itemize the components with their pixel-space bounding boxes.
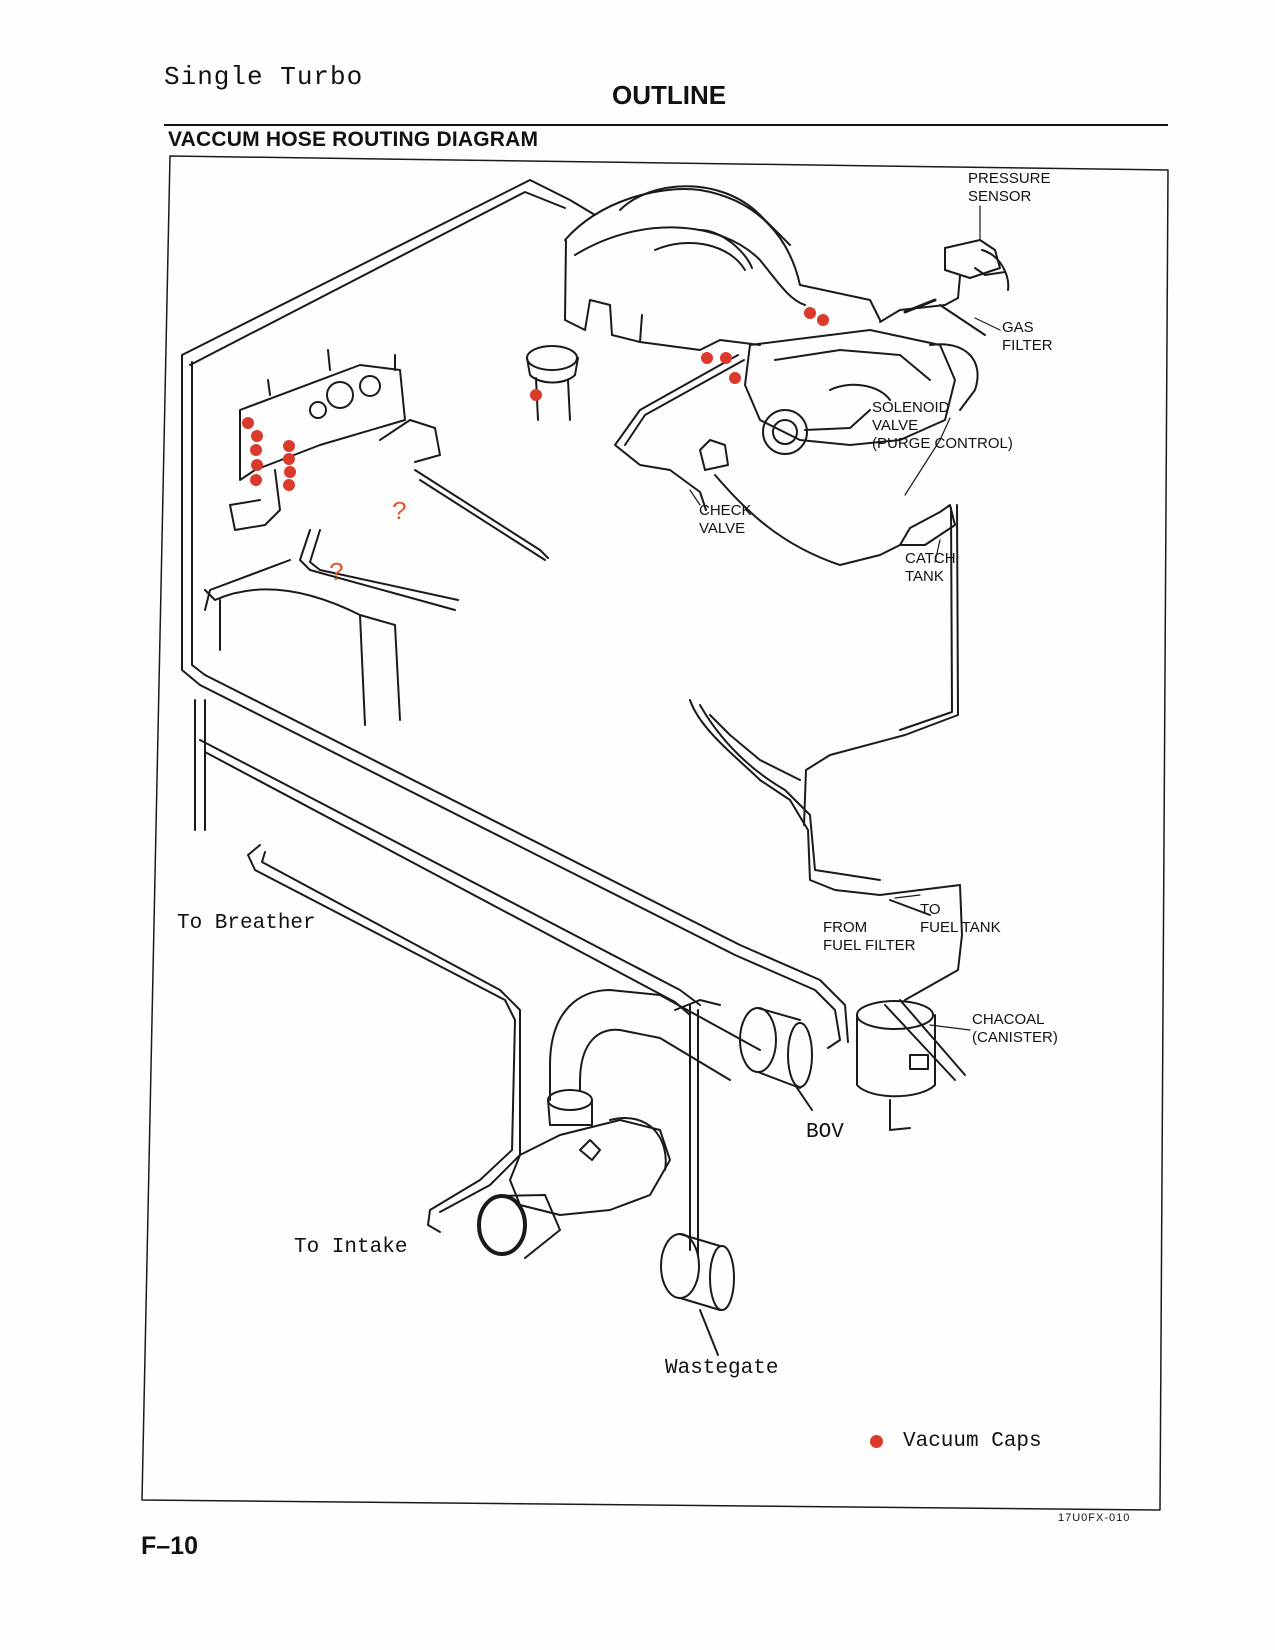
check-valve-hose xyxy=(614,354,739,511)
breather-hose xyxy=(247,844,516,1233)
vacuum-cap xyxy=(242,417,254,429)
section-title: OUTLINE xyxy=(612,80,727,110)
vacuum-cap xyxy=(250,444,262,456)
wastegate-annotation: Wastegate xyxy=(665,1357,779,1380)
gas-filter-label: GAS FILTER xyxy=(1002,319,1053,354)
vacuum-cap xyxy=(284,466,296,478)
turbo-piping xyxy=(549,989,761,1256)
purge-line xyxy=(714,474,901,566)
vacuum-cap xyxy=(251,430,263,442)
to-breather-annotation: To Breather xyxy=(177,912,316,935)
lower-intake-manifold xyxy=(229,349,441,531)
oil-filler-cap xyxy=(526,345,579,421)
vacuum-cap xyxy=(251,459,263,471)
vacuum-cap xyxy=(804,307,816,319)
diagram-frame xyxy=(141,155,1169,1511)
left-hose xyxy=(181,354,841,1049)
vacuum-caps xyxy=(242,307,829,491)
diagram-title: VACCUM HOSE ROUTING DIAGRAM xyxy=(168,128,539,151)
to-intake-annotation: To Intake xyxy=(294,1236,408,1259)
charcoal-canister xyxy=(856,999,966,1131)
fuel-line-1 xyxy=(689,699,963,1001)
catch-tank-label: CATCH TANK xyxy=(905,550,956,585)
top-hose xyxy=(181,179,596,356)
legend-label: Vacuum Caps xyxy=(903,1430,1042,1453)
bov-annotation: BOV xyxy=(806,1121,844,1144)
vacuum-cap xyxy=(701,352,713,364)
intake-manifold xyxy=(564,185,881,351)
turbocharger xyxy=(477,1089,671,1259)
vacuum-cap xyxy=(283,453,295,465)
legend: Vacuum Caps xyxy=(870,1430,1042,1453)
pressure-sensor-label: PRESSURE SENSOR xyxy=(968,170,1051,205)
from-fuel-filter-label: FROM FUEL FILTER xyxy=(823,919,916,954)
page-number: F–10 xyxy=(141,1532,198,1560)
chacoal-canister-label: CHACOAL (CANISTER) xyxy=(972,1011,1058,1046)
check-valve xyxy=(699,439,729,471)
to-fuel-tank-label: TO FUEL TANK xyxy=(920,901,1001,936)
catch-tank xyxy=(899,504,956,546)
bov-actuator xyxy=(739,1007,813,1111)
vacuum-cap xyxy=(283,479,295,491)
wastegate-actuator xyxy=(660,1233,735,1356)
question-mark-2: ? xyxy=(329,558,345,588)
pressure-sensor xyxy=(879,239,1010,336)
check-valve-label: CHECK VALVE xyxy=(699,502,752,537)
vacuum-cap-legend-dot xyxy=(870,1435,883,1448)
vacuum-cap xyxy=(250,474,262,486)
vacuum-cap xyxy=(817,314,829,326)
vacuum-cap xyxy=(729,372,741,384)
throttle-body xyxy=(744,329,979,455)
figure-code: 17U0FX-010 xyxy=(1058,1512,1131,1524)
vacuum-cap xyxy=(720,352,732,364)
question-hose-2 xyxy=(299,529,456,611)
question-mark-1: ? xyxy=(392,497,408,527)
header-note: Single Turbo xyxy=(164,62,364,92)
vacuum-cap xyxy=(530,389,542,401)
question-hose-1 xyxy=(414,469,549,559)
header-rule xyxy=(164,124,1168,126)
solenoid-valve-label: SOLENOID VALVE (PURGE CONTROL) xyxy=(872,399,1013,452)
vacuum-cap xyxy=(283,440,295,452)
